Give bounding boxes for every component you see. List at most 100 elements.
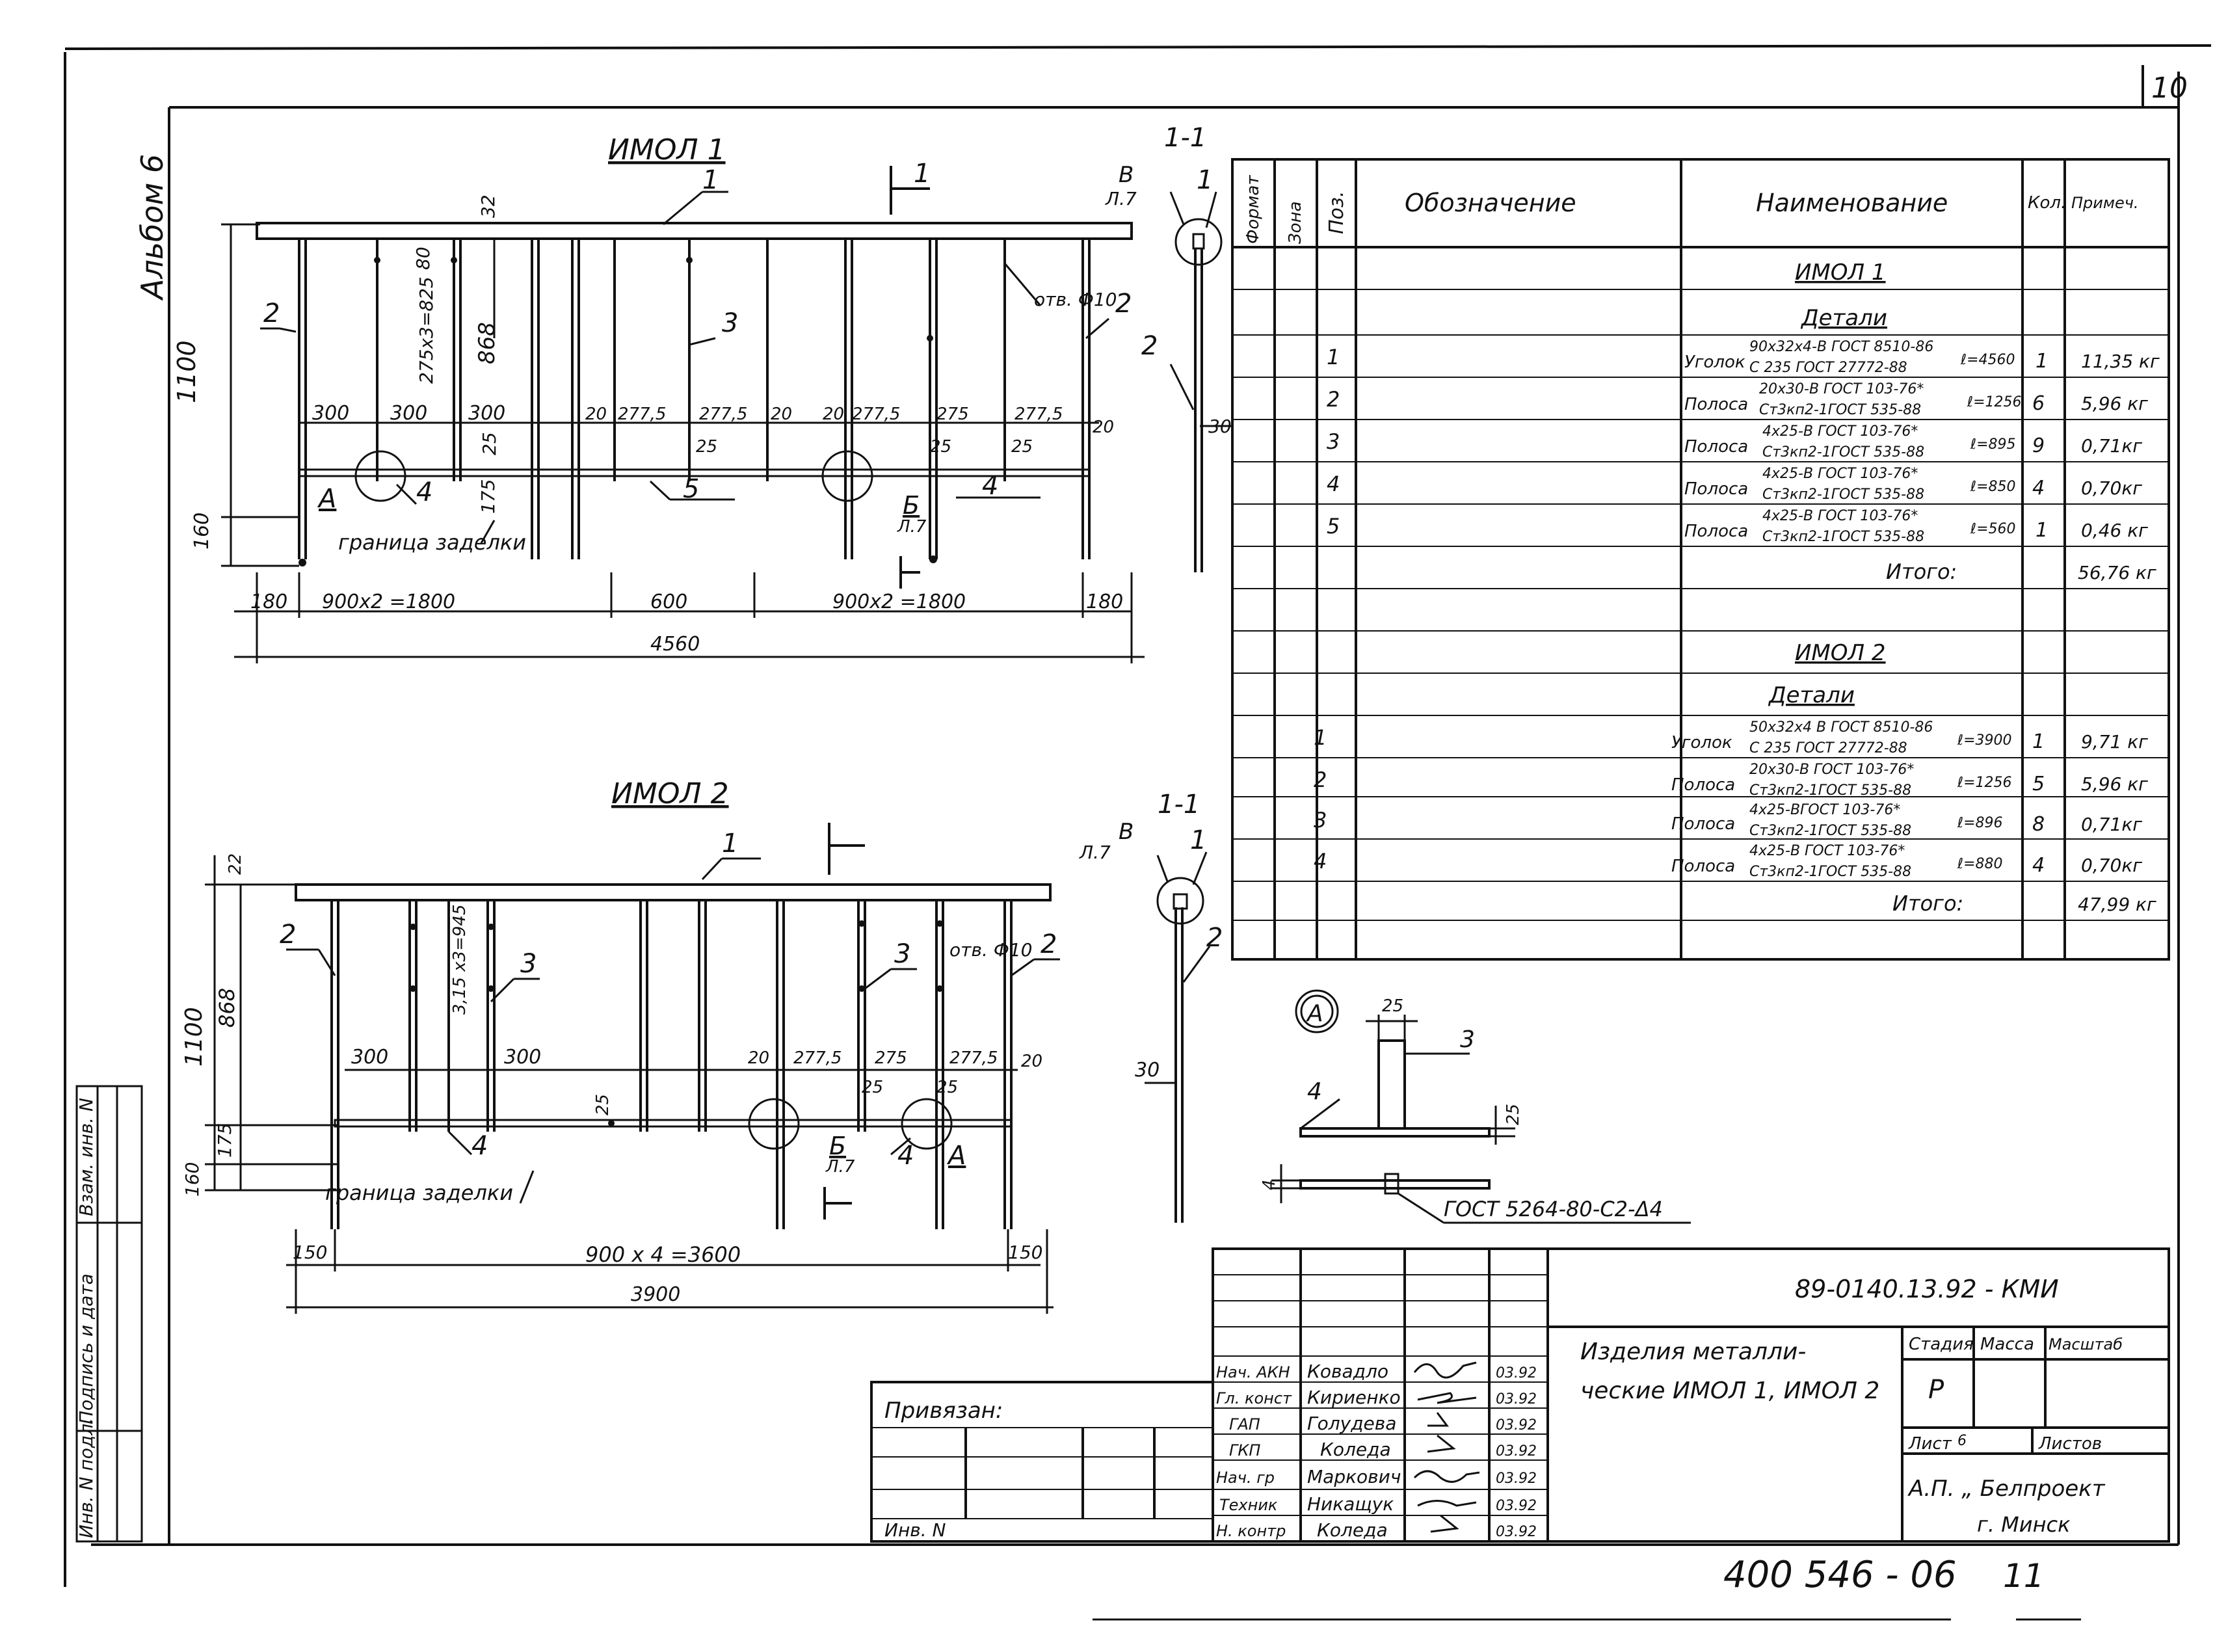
spec-g2r1-kind: Уголок [1671,733,1732,753]
detail-a: А 25 3 4 25 4 ГОСТ 5264-80-С2-Δ4 [1260,989,1691,1224]
imol2-dim-total: 3900 [631,1283,680,1306]
spec-g1r2-bottom: Ст3кп2-1ГОСТ 535-88 [1759,402,1921,418]
imol1-dim-2775b: 277,5 [699,405,747,424]
spec-g1r2-qty: 6 [2032,392,2045,415]
signer-name: Кириенко [1307,1387,1401,1408]
imol2-dim-inner: 3,15 x3=945 [450,905,470,1015]
imol1-dim-180a: 180 [250,591,287,613]
spec-g1r1-len: ℓ=4560 [1960,352,2015,368]
imol2-section-title: 1-1 [1158,790,1200,819]
imol2-sec-p2: 2 [1206,923,1223,953]
imol2-callout-2b: 2 [1041,929,1057,959]
org-name: А.П. „ Белпроект [1907,1476,2106,1502]
imol2-detail-a-circle [901,1098,953,1150]
spec-g1r5-len: ℓ=560 [1970,521,2016,537]
spec-header-designation: Обозначение [1405,189,1576,217]
spec-g2r2-bottom: Ст3кп2-1ГОСТ 535-88 [1749,782,1911,799]
spec-g1-row: 4 Полоса 4x25-В ГОСТ 103-76* Ст3кп2-1ГОС… [1327,466,2142,503]
spec-g1r1-top: 90x32x4-В ГОСТ 8510-86 [1749,339,1933,355]
spec-g2r2-qty: 5 [2032,773,2045,795]
stamp-sign-date: Подпись и дата [75,1273,97,1424]
imol2-callout-2a: 2 [280,920,296,950]
imol2-dim-175: 175 [214,1123,235,1158]
signer-name: Ковадло [1307,1361,1388,1382]
detail-a-weld-note: ГОСТ 5264-80-С2-Δ4 [1444,1197,1663,1221]
spec-g2r3-qty: 8 [2032,813,2045,836]
spec-g1r5-qty: 1 [2036,519,2048,542]
imol1-callout-4b: 4 [982,471,998,501]
detail-a-25top: 25 [1382,996,1403,1016]
spec-g2r4-top: 4x25-В ГОСТ 103-76* [1749,843,1905,859]
imol1-dim-total: 4560 [650,633,700,656]
spec-g1r4-kind: Полоса [1684,479,1748,499]
sheet-label: Лист [1908,1434,1952,1454]
imol2-posts [330,900,1013,1229]
imol1-dim-300a: 300 [312,402,349,425]
spec-header-format: Формат [1243,175,1263,244]
imol1-boundary-label: граница заделки [338,530,526,555]
spec-group2-total-value: 47,99 кг [2078,894,2156,915]
title-block: 89-0140.13.92 - КМИ Изделия металли- чес… [870,1247,2170,1543]
detail-a-p3: 3 [1460,1026,1475,1053]
spec-g2r1-bottom: С 235 ГОСТ 27772-88 [1749,740,1907,756]
spec-g1r4-mass: 0,70кг [2081,477,2142,499]
imol1-dim-20c: 20 [823,405,844,424]
imol2-callout-4b: 4 [897,1141,914,1171]
signer-name: Никащук [1307,1493,1394,1515]
spec-g1r3-kind: Полоса [1684,437,1748,457]
imol1-bottom-bar [298,468,1091,477]
spec-g1-row: 2 Полоса 20x30-В ГОСТ 103-76* Ст3кп2-1ГО… [1327,381,2148,418]
imol1-callout-5: 5 [683,474,699,504]
imol2-dim-20b: 20 [1021,1052,1042,1071]
spec-g1r4-bottom: Ст3кп2-1ГОСТ 535-88 [1762,486,1924,503]
spec-g1r5-mass: 0,46 кг [2081,520,2148,541]
spec-g1r2-kind: Полоса [1684,395,1748,414]
imol1-section-mark: 1 [914,159,930,189]
imol1-section: 1-1 В Л.7 1 2 30 [1105,123,1232,572]
imol1-dim-600: 600 [650,591,687,613]
imol2-dim-150b: 150 [1008,1242,1042,1263]
spec-g2r4-len: ℓ=880 [1957,856,2003,872]
spec-g1r3-bottom: Ст3кп2-1ГОСТ 535-88 [1762,444,1924,460]
imol1-dim-2775a: 277,5 [618,405,666,424]
spec-g1r3-len: ℓ=895 [1970,436,2016,453]
inv-label: Инв. N [884,1519,946,1541]
spec-g1r5-pos: 5 [1327,514,1340,539]
spec-g1r1-qty: 1 [2036,350,2048,373]
spec-header-qty: Кол. [2028,193,2066,213]
spec-g1r1-kind: Уголок [1684,353,1745,372]
drawing-imol2: ИМОЛ 2 [181,777,1060,1314]
imol1-holes [298,257,937,566]
spec-g2r1-pos: 1 [1314,725,1327,750]
spec-g2r3-bottom: Ст3кп2-1ГОСТ 535-88 [1749,823,1911,839]
signer-date: 03.92 [1496,1417,1537,1433]
spec-g2r3-kind: Полоса [1671,814,1735,834]
imol2-dim-25a: 25 [862,1078,883,1097]
spec-g2r3-top: 4x25-ВГОСТ 103-76* [1749,802,1900,818]
spec-g2-row: 4 Полоса 4x25-В ГОСТ 103-76* Ст3кп2-1ГОС… [1314,843,2142,880]
imol1-callout-a: А [317,484,336,514]
imol2-top-rail [295,883,1052,901]
imol1-sec-30: 30 [1208,416,1232,437]
spec-g2r2-len: ℓ=1256 [1957,775,2012,791]
imol1-callout-4a: 4 [416,477,432,507]
spec-g2r1-mass: 9,71 кг [2081,731,2148,753]
tied-label: Привязан: [884,1398,1003,1424]
imol1-dim-20b: 20 [771,405,792,424]
spec-g1-row: 5 Полоса 4x25-В ГОСТ 103-76* Ст3кп2-1ГОС… [1327,508,2148,545]
imol1-callout-1: 1 [702,165,719,195]
imol1-top-rail [256,222,1133,240]
spec-g2r4-bottom: Ст3кп2-1ГОСТ 535-88 [1749,864,1911,880]
spec-g1r5-bottom: Ст3кп2-1ГОСТ 535-88 [1762,529,1924,545]
spec-g1r3-qty: 9 [2032,434,2045,457]
spec-g1-row: 1 Уголок 90x32x4-В ГОСТ 8510-86 С 235 ГО… [1327,339,2160,376]
spec-g1r1-pos: 1 [1327,345,1340,369]
spec-g2r1-qty: 1 [2032,730,2045,753]
imol1-dim-25c: 25 [1011,437,1033,457]
imol1-dim-run2: 900x2 =1800 [832,591,966,613]
spec-group1-total-label: Итого: [1886,559,1957,584]
spec-g1r4-len: ℓ=850 [1970,479,2016,495]
imol2-sec-30: 30 [1135,1059,1160,1082]
imol2-hole-label: отв. Ф10 [949,939,1032,961]
